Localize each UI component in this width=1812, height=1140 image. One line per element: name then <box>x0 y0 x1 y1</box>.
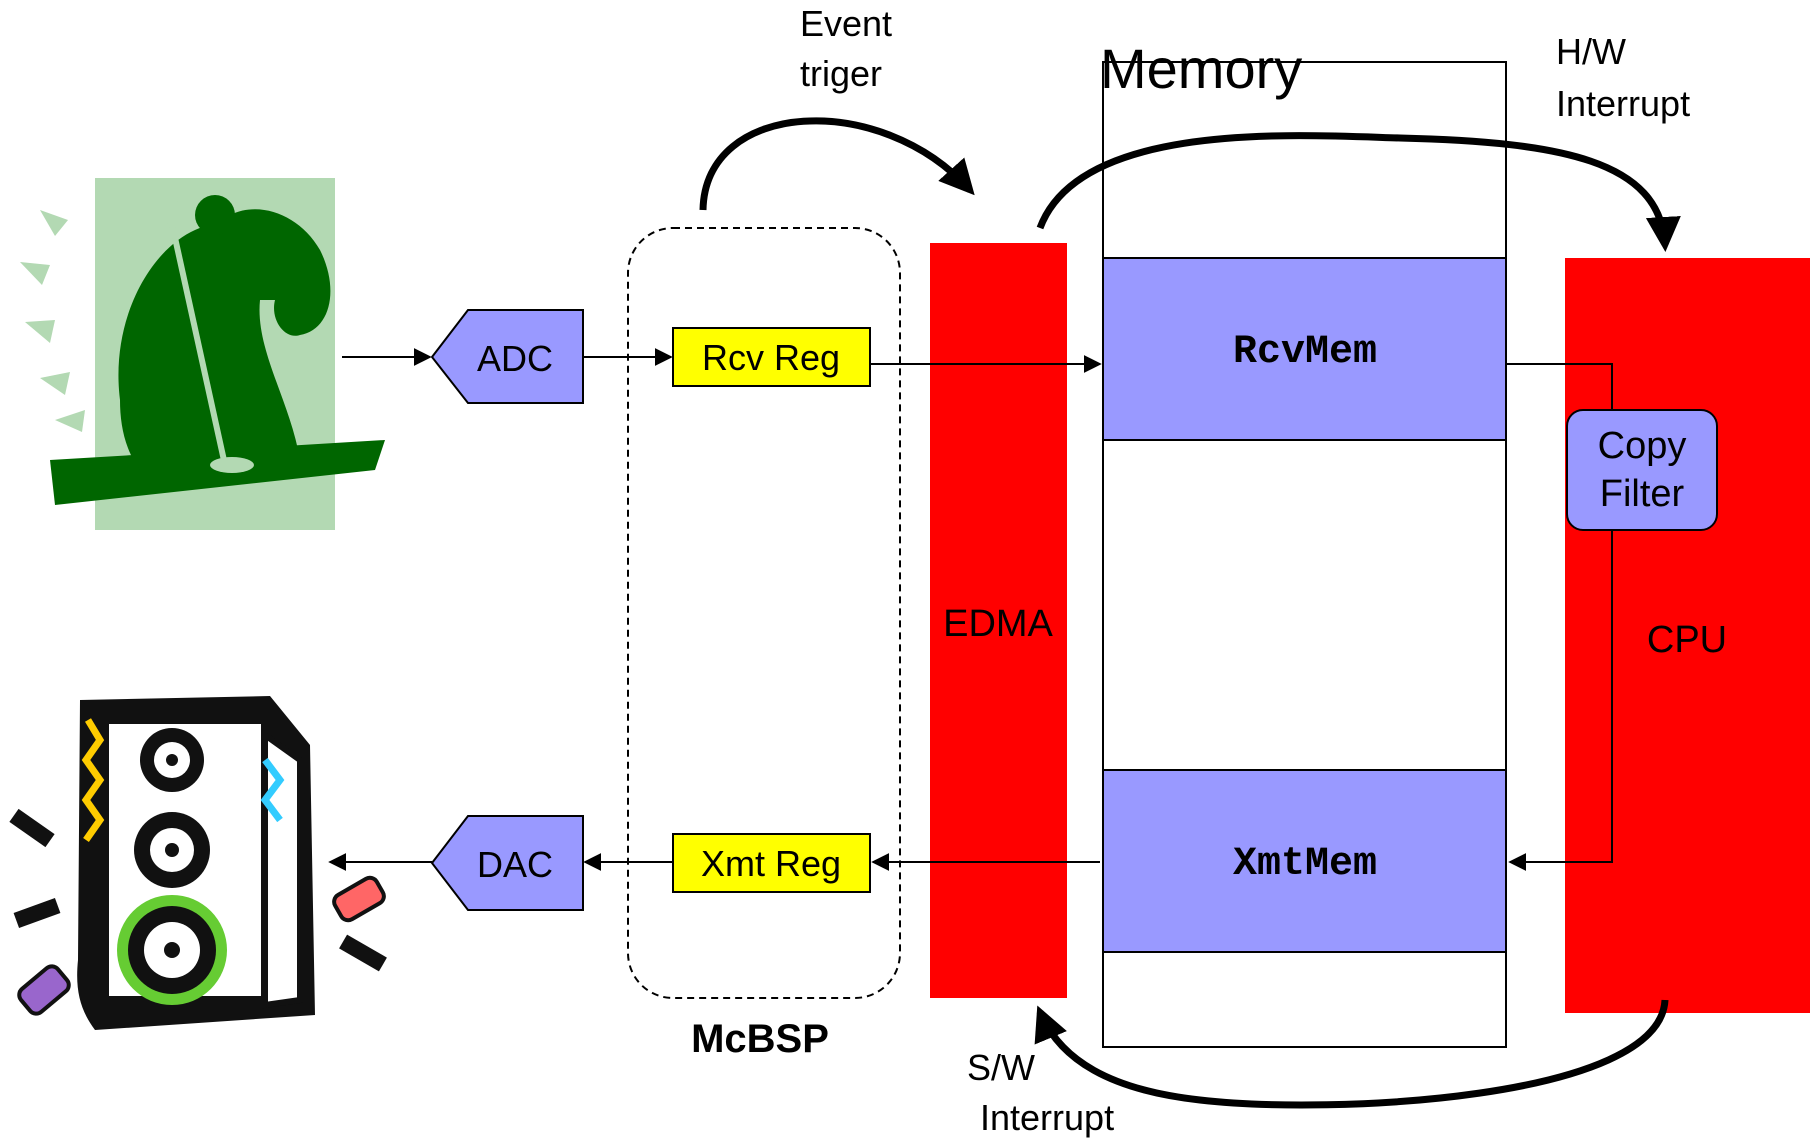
xmtmem-label: XmtMem <box>1233 842 1377 887</box>
hw-interrupt-arrow <box>1036 132 1681 252</box>
copy-filter-path <box>1506 363 1613 871</box>
rcv-reg-box <box>672 327 871 387</box>
rcvmem-block <box>1102 257 1507 441</box>
sw-interrupt-label-2: Interrupt <box>980 1097 1114 1138</box>
memory-label: Memory <box>1100 37 1302 100</box>
xmt-reg-label: Xmt Reg <box>701 843 841 884</box>
singer-clipart-icon <box>20 178 385 530</box>
adc-block: ADC <box>430 309 584 404</box>
dac-block: DAC <box>430 815 584 911</box>
edma-label: EDMA <box>943 603 1053 645</box>
rcv-reg-label: Rcv Reg <box>702 337 840 378</box>
copy-filter-box <box>1566 409 1718 531</box>
event-trigger-label-2: triger <box>800 53 882 94</box>
cpu-label: CPU <box>1647 619 1727 661</box>
xmtmem-block <box>1102 769 1507 953</box>
edma-block <box>930 243 1067 998</box>
mcbsp-label: McBSP <box>691 1017 829 1061</box>
mcbsp-frame <box>627 227 901 999</box>
hw-interrupt-label-1: H/W <box>1556 31 1626 72</box>
speaker-clipart-icon <box>9 696 387 1030</box>
sw-interrupt-label-1: S/W <box>967 1047 1035 1088</box>
dac-label: DAC <box>477 844 553 885</box>
adc-label: ADC <box>477 338 553 379</box>
rcvmem-label: RcvMem <box>1233 330 1377 375</box>
hw-interrupt-label-2: Interrupt <box>1556 83 1690 124</box>
copy-filter-label-2: Filter <box>1600 473 1685 515</box>
sw-interrupt-arrow <box>1034 999 1669 1109</box>
xmt-reg-box <box>672 833 871 893</box>
event-trigger-arrow <box>699 117 975 211</box>
copy-filter-label-1: Copy <box>1598 425 1687 467</box>
cpu-block <box>1565 258 1810 1013</box>
event-trigger-label-1: Event <box>800 3 892 44</box>
